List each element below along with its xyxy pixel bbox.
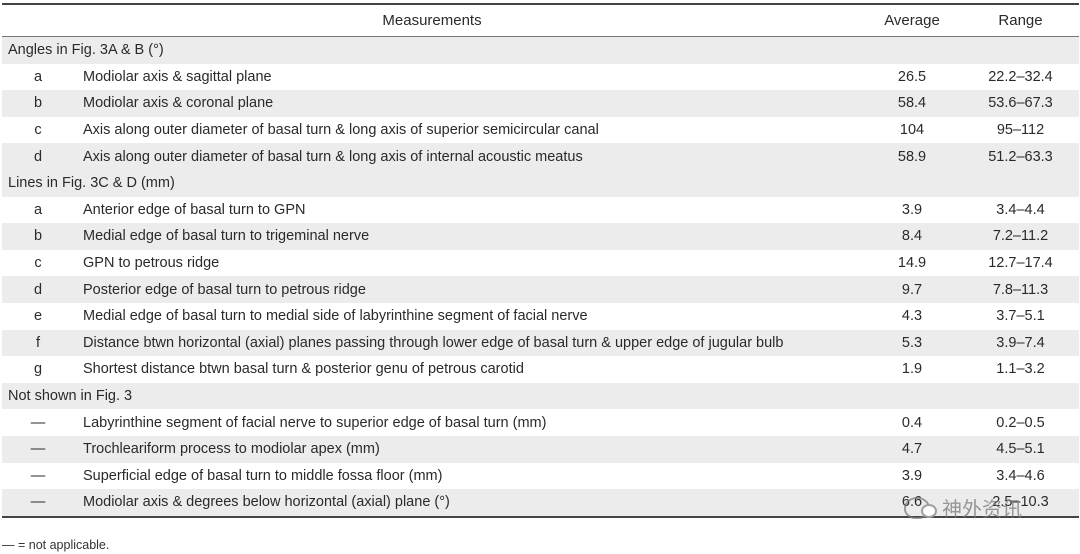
row-measurement: Axis along outer diameter of basal turn … (83, 122, 599, 139)
row-average: 14.9 (897, 255, 927, 272)
row-measurement: Modiolar axis & sagittal plane (83, 68, 272, 85)
table-top-rule (2, 3, 1079, 5)
row-id: f (35, 334, 41, 351)
row-id: e (33, 308, 43, 325)
row-range: 3.9–7.4 (996, 334, 1045, 351)
row-range: 7.2–11.2 (992, 228, 1049, 245)
row-range: 3.7–5.1 (996, 308, 1045, 325)
row-id: a (33, 201, 43, 218)
row-average: 58.4 (897, 95, 927, 112)
row-average: 4.7 (901, 441, 923, 458)
row-range: 4.5–5.1 (996, 441, 1045, 458)
footnote: — = not applicable. (2, 538, 110, 552)
measurements-table: Measurements Average Range Angles in Fig… (2, 3, 1079, 518)
table-row: — Labyrinthine segment of facial nerve to… (2, 409, 1079, 436)
row-average: 1.9 (901, 361, 923, 378)
row-average: 3.9 (901, 201, 923, 218)
row-average: 4.3 (901, 308, 923, 325)
row-id: g (33, 361, 43, 378)
table-header: Measurements Average Range (2, 5, 1079, 36)
section-header-row: Not shown in Fig. 3 (2, 382, 1079, 410)
row-id: — (30, 467, 46, 484)
row-range: 1.1–3.2 (996, 361, 1045, 378)
table-row: e Medial edge of basal turn to medial sid… (2, 303, 1079, 330)
table-row: g Shortest distance btwn basal turn & pos… (2, 356, 1079, 383)
table-row: b Medial edge of basal turn to trigeminal… (2, 223, 1079, 250)
header-measurements: Measurements (382, 12, 482, 29)
section-header-row: Angles in Fig. 3A & B (°) (2, 37, 1079, 64)
header-average: Average (884, 12, 940, 29)
table-row: c Axis along outer diameter of basal turn… (2, 117, 1079, 144)
row-range: 95–112 (996, 122, 1045, 139)
row-average: 26.5 (897, 68, 927, 85)
row-id: c (34, 122, 42, 139)
row-range: 3.4–4.4 (996, 201, 1045, 218)
row-average: 9.7 (901, 281, 923, 298)
row-average: 0.4 (901, 414, 923, 431)
table-row: b Modiolar axis & coronal plane 58.4 53.6–6… (2, 90, 1079, 117)
row-measurement: Modiolar axis & coronal plane (83, 95, 274, 112)
watermark: 神外资讯 (904, 493, 1022, 522)
row-range: 53.6–67.3 (988, 95, 1053, 112)
table-bottom-rule (2, 515, 1079, 518)
row-id: — (30, 441, 46, 458)
row-id: d (33, 148, 43, 165)
row-average: 8.4 (901, 228, 923, 245)
header-range: Range (998, 12, 1043, 29)
row-measurement: GPN to petrous ridge (83, 255, 220, 272)
row-measurement: Anterior edge of basal turn to GPN (83, 201, 306, 218)
row-id: c (34, 255, 42, 272)
row-average: 104 (899, 122, 925, 139)
row-average: 5.3 (901, 334, 923, 351)
wechat-logo-icon (904, 496, 937, 519)
row-average: 58.9 (897, 148, 927, 165)
table-row: — Modiolar axis & degrees below horizonta… (2, 489, 1079, 516)
row-id: d (33, 281, 43, 298)
row-measurement: Labyrinthine segment of facial nerve to … (83, 414, 547, 431)
row-id: — (30, 414, 46, 431)
header-rule (2, 36, 1079, 37)
table-row: — Superficial edge of basal turn to middl… (2, 463, 1079, 490)
section-title: Lines in Fig. 3C & D (mm) (8, 175, 175, 192)
row-measurement: Posterior edge of basal turn to petrous … (83, 281, 366, 298)
row-measurement: Shortest distance btwn basal turn & post… (83, 361, 524, 378)
table-row: d Posterior edge of basal turn to petrous… (2, 276, 1079, 303)
section-header-row: Lines in Fig. 3C & D (mm) (2, 169, 1079, 197)
row-measurement: Medial edge of basal turn to medial side… (83, 308, 588, 325)
row-range: 51.2–63.3 (988, 148, 1053, 165)
table-row: c GPN to petrous ridge 14.9 12.7–17.4 (2, 250, 1079, 277)
row-measurement: Distance btwn horizontal (axial) planes … (83, 334, 784, 351)
row-id: b (33, 228, 43, 245)
row-measurement: Modiolar axis & degrees below horizontal… (83, 494, 450, 511)
table-row: a Anterior edge of basal turn to GPN 3.9 3.… (2, 197, 1079, 224)
row-measurement: Medial edge of basal turn to trigeminal … (83, 228, 370, 245)
table-row: f Distance btwn horizontal (axial) planes… (2, 329, 1079, 357)
row-range: 2.5–10.3 (992, 494, 1049, 511)
section-title: Angles in Fig. 3A & B (°) (8, 42, 164, 59)
row-measurement: Trochleariform process to modiolar apex … (83, 441, 380, 458)
row-measurement: Axis along outer diameter of basal turn … (83, 148, 583, 165)
table-row: — Trochleariform process to modiolar apex… (2, 435, 1079, 463)
row-id: — (30, 494, 46, 511)
row-range: 12.7–17.4 (988, 255, 1053, 272)
row-range: 3.4–4.6 (996, 467, 1045, 484)
table-row: d Axis along outer diameter of basal turn… (2, 143, 1079, 170)
row-id: b (33, 95, 43, 112)
row-measurement: Superficial edge of basal turn to middle… (83, 467, 443, 484)
row-range: 7.8–11.3 (992, 281, 1049, 298)
watermark-text: 神外资讯 (942, 499, 1022, 521)
row-average: 3.9 (901, 467, 923, 484)
table-row: a Modiolar axis & sagittal plane 26.5 22.2–… (2, 64, 1079, 91)
row-range: 0.2–0.5 (996, 414, 1045, 431)
section-title: Not shown in Fig. 3 (8, 388, 133, 405)
row-id: a (33, 68, 43, 85)
row-range: 22.2–32.4 (988, 68, 1053, 85)
